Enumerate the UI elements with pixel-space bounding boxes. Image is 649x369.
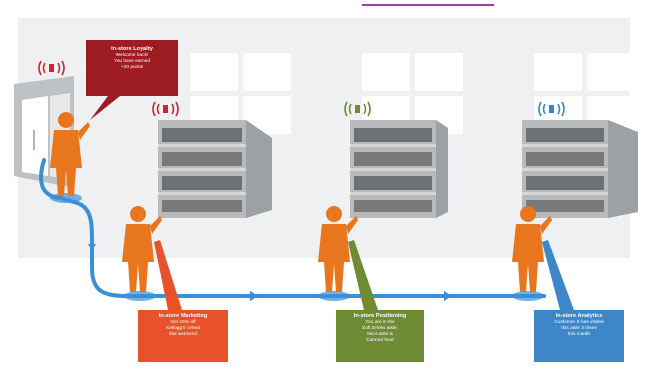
loyalty-line: +20 points bbox=[120, 65, 144, 70]
analytics-line: this month bbox=[567, 332, 591, 337]
beacon-icon bbox=[344, 101, 371, 117]
marketing-callout: In-store Marketing Get 15% off Kellogg's… bbox=[138, 310, 228, 362]
marketing-line: Kellogg's cereal bbox=[166, 326, 200, 331]
marketing-line: this weekend bbox=[169, 332, 197, 337]
loyalty-box bbox=[86, 40, 178, 96]
positioning-line: You are in the bbox=[365, 320, 395, 325]
beacon-icon bbox=[538, 101, 565, 117]
person-1 bbox=[50, 112, 90, 203]
marketing-box bbox=[138, 310, 228, 362]
positioning-line: Next aisle is bbox=[367, 332, 393, 337]
person-3 bbox=[318, 206, 358, 301]
positioning-title: In-store Positioning bbox=[353, 313, 407, 319]
person-2 bbox=[122, 206, 162, 301]
beacon-icon bbox=[38, 60, 65, 76]
shelf-3 bbox=[522, 120, 638, 218]
loyalty-callout: In-store Loyalty Welcome back! You have … bbox=[86, 40, 178, 96]
loyalty-line: Welcome back! bbox=[115, 53, 149, 58]
marketing-line: Get 15% off bbox=[170, 320, 196, 325]
positioning-box bbox=[336, 310, 424, 362]
shelf-1 bbox=[158, 120, 272, 218]
analytics-line: Customer X has visited bbox=[554, 320, 604, 325]
marketing-pointer bbox=[154, 240, 182, 310]
person-4 bbox=[512, 206, 552, 301]
customer-path bbox=[39, 158, 546, 298]
analytics-pointer bbox=[542, 240, 574, 310]
shelf-2 bbox=[350, 120, 448, 218]
analytics-line: this aisle 3 times bbox=[561, 326, 597, 331]
analytics-box bbox=[534, 310, 624, 362]
analytics-title: In-store Analytics bbox=[555, 313, 603, 319]
positioning-callout: In-store Positioning You are in the Soft… bbox=[336, 310, 424, 362]
marketing-title: In-store Marketing bbox=[158, 313, 208, 319]
loyalty-title: In-store Loyalty bbox=[111, 46, 153, 52]
loyalty-line: You have earned bbox=[113, 59, 151, 64]
loyalty-pointer bbox=[90, 96, 120, 120]
path-arrows bbox=[88, 244, 452, 301]
positioning-line: Soft Drinks aisle. bbox=[362, 326, 398, 331]
analytics-callout: In-store Analytics Customer X has visite… bbox=[534, 310, 624, 362]
positioning-line: Canned food bbox=[366, 338, 394, 343]
beacon-icon bbox=[152, 101, 179, 117]
positioning-pointer bbox=[348, 240, 378, 310]
